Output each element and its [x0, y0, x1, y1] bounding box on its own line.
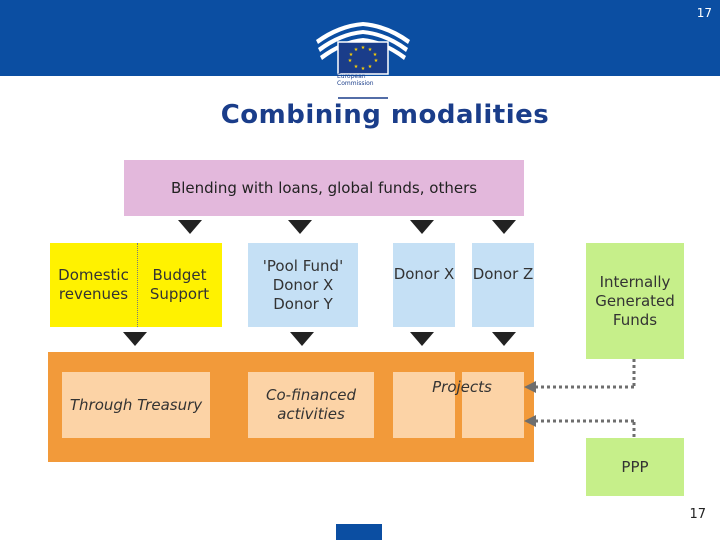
- svg-text:★: ★: [368, 47, 373, 53]
- budget-support-label: Budget Support: [149, 266, 210, 303]
- footer-bar: [336, 524, 382, 540]
- projects-label: Projects: [432, 378, 492, 396]
- slide-title: Combining modalities: [220, 100, 550, 130]
- pool-fund-box: 'Pool Fund' Donor X Donor Y: [248, 243, 358, 327]
- dotted-connector: [524, 359, 636, 437]
- arrow-down-icon: [410, 332, 434, 346]
- donor-z-box: Donor Z: [472, 243, 534, 327]
- project-box: [462, 372, 524, 438]
- slide-number-bottom: 17: [689, 507, 706, 522]
- slide-number-top: 17: [696, 6, 712, 20]
- project-box: [393, 372, 455, 438]
- arrow-down-icon: [492, 220, 516, 234]
- svg-text:★: ★: [368, 64, 373, 70]
- ppp-box: PPP: [586, 438, 684, 496]
- through-treasury-box: Through Treasury: [62, 372, 210, 438]
- logo-text: European Commission: [337, 73, 374, 87]
- arrow-down-icon: [178, 220, 202, 234]
- internally-generated-funds-box: Internally Generated Funds: [586, 243, 684, 359]
- arrow-down-icon: [288, 220, 312, 234]
- arrow-down-icon: [492, 332, 516, 346]
- domestic-box: [50, 243, 222, 327]
- domestic-divider: [137, 243, 138, 327]
- svg-text:★: ★: [348, 58, 353, 64]
- svg-text:★: ★: [349, 52, 354, 58]
- svg-text:★: ★: [361, 45, 366, 51]
- co-financed-box: Co-financed activities: [248, 372, 374, 438]
- arrow-down-icon: [410, 220, 434, 234]
- svg-text:★: ★: [354, 47, 359, 53]
- svg-text:★: ★: [373, 52, 378, 58]
- donor-x-box: Donor X: [393, 243, 455, 327]
- svg-text:★: ★: [354, 64, 359, 70]
- svg-text:★: ★: [361, 66, 366, 72]
- arrow-down-icon: [123, 332, 147, 346]
- domestic-revenues-label: Domestic revenues: [58, 266, 129, 303]
- svg-text:★: ★: [374, 58, 379, 64]
- blending-box: Blending with loans, global funds, other…: [124, 160, 524, 216]
- arrow-down-icon: [290, 332, 314, 346]
- european-commission-logo-icon: ★ ★ ★ ★ ★ ★ ★ ★ ★ ★: [316, 22, 410, 99]
